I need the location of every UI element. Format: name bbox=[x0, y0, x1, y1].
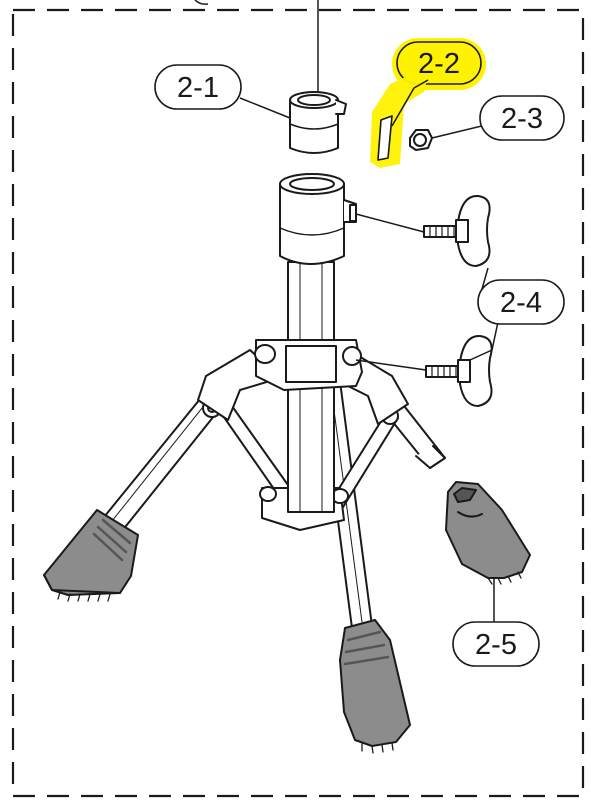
label-2-4-text: 2-4 bbox=[500, 287, 542, 319]
top-corner-curve bbox=[194, 0, 209, 5]
upper-tube bbox=[279, 183, 345, 265]
label-2-5-bubble bbox=[452, 621, 540, 667]
wing-bolt-lower bbox=[425, 334, 493, 407]
snare-stand-illustration bbox=[43, 91, 531, 754]
wing-bolt-upper bbox=[423, 194, 491, 267]
front-rubber-foot bbox=[339, 619, 411, 747]
label-2-5-text: 2-5 bbox=[475, 629, 517, 661]
label-2-4-bubble bbox=[477, 279, 565, 325]
right-rubber-foot bbox=[445, 481, 531, 579]
label-2-1-bubble bbox=[154, 64, 242, 110]
label-2-2-bubble bbox=[396, 41, 482, 85]
dashed-frame bbox=[11, 8, 585, 798]
label-2-5: 2-5 bbox=[452, 621, 540, 667]
label-2-2: 2-2 bbox=[392, 38, 486, 90]
label-2-1-text: 2-1 bbox=[177, 72, 219, 104]
label-2-2-text: 2-2 bbox=[418, 48, 460, 80]
label-2-4: 2-4 bbox=[477, 279, 565, 325]
label-2-3-bubble bbox=[479, 95, 565, 141]
label-2-3-text: 2-3 bbox=[501, 103, 543, 135]
label-2-3: 2-3 bbox=[479, 95, 565, 141]
part-2-1-sleeve bbox=[289, 99, 339, 154]
label-2-1: 2-1 bbox=[154, 64, 242, 110]
